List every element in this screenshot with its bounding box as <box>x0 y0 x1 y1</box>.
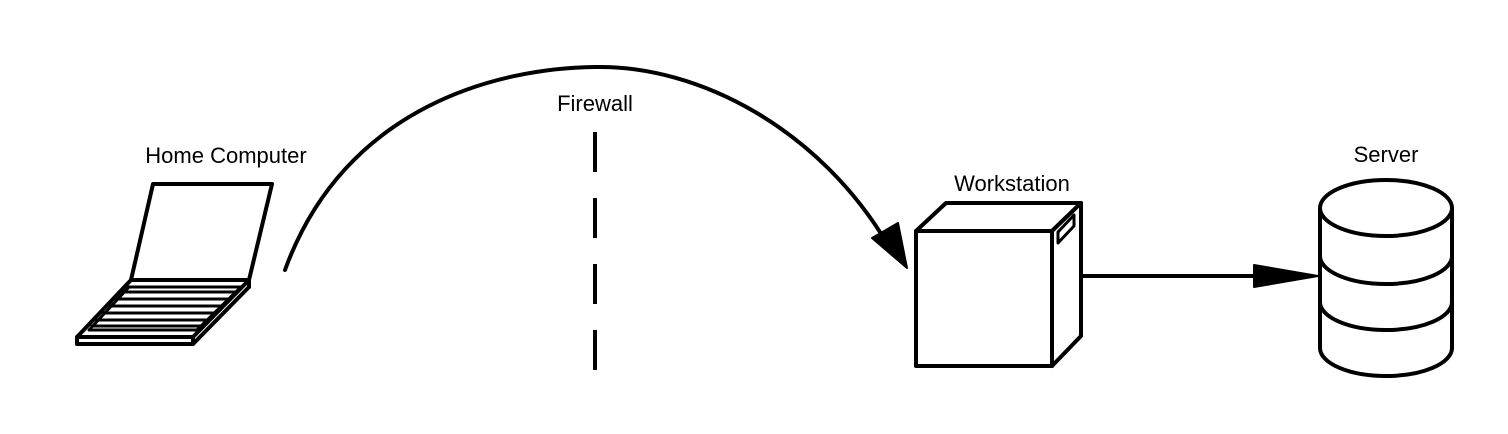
home-computer-node: Home Computer <box>75 143 307 346</box>
laptop-icon <box>75 182 274 346</box>
edge-workstation-to-server <box>1079 264 1319 288</box>
curved-arrowhead-icon <box>871 222 908 269</box>
firewall-node: Firewall <box>557 91 633 370</box>
curved-connector <box>283 64 890 272</box>
workstation-node: Workstation <box>914 171 1083 368</box>
workstation-label: Workstation <box>954 171 1070 196</box>
straight-arrowhead-icon <box>1253 264 1319 288</box>
database-icon <box>1318 178 1454 378</box>
server-node: Server <box>1318 142 1454 378</box>
firewall-label: Firewall <box>557 91 633 116</box>
server-label: Server <box>1354 142 1419 167</box>
workstation-tower-icon <box>914 201 1083 368</box>
home-computer-label: Home Computer <box>145 143 306 168</box>
edge-home-to-workstation <box>283 64 908 272</box>
